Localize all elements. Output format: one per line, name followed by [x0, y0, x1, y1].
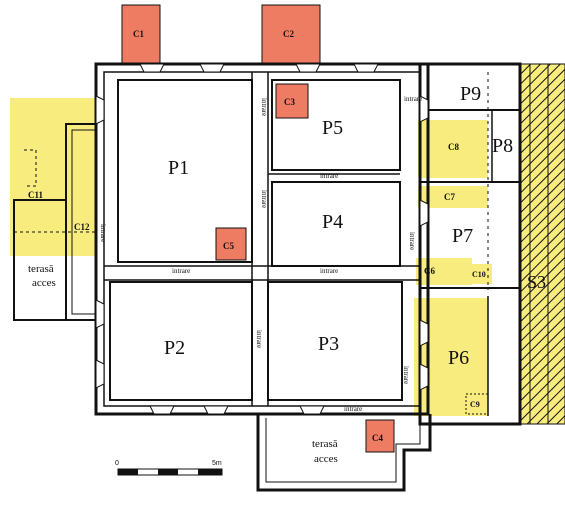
entrance-p1-p5: intrare: [260, 98, 268, 116]
room-p7: P7: [452, 225, 473, 247]
trench-c4-area: [365, 419, 395, 453]
room-s3: S3: [527, 272, 546, 292]
trench-c8-area: [418, 120, 488, 178]
trench-c9-area: [465, 393, 489, 415]
entrance-p3-east: intrare: [402, 366, 410, 384]
entrance-p1-p4: intrare: [260, 190, 268, 208]
trench-c7-area: [418, 186, 488, 208]
trench-c1: C1: [133, 29, 144, 39]
trench-p6-area: [414, 298, 488, 416]
entrance-p2-p3: intrare: [255, 330, 263, 348]
trench-c5: C5: [223, 241, 234, 251]
south-terrace-label-2: acces: [314, 453, 338, 465]
entrance-labels: intrare intrare intrare intrare intrare …: [99, 95, 422, 413]
trench-c9: C9: [470, 400, 480, 409]
entrance-p4-east: intrare: [408, 232, 416, 250]
trench-c3: C3: [284, 97, 295, 107]
trench-c1-area: [121, 4, 161, 64]
trench-c2-area: [261, 4, 321, 64]
scale-end: 5m: [212, 460, 222, 467]
room-p9: P9: [460, 83, 481, 105]
room-p6: P6: [448, 347, 469, 369]
south-terrace: [256, 414, 432, 492]
room-p5: P5: [322, 117, 343, 139]
trench-c7: C7: [444, 192, 455, 202]
window-notches: [95, 63, 429, 415]
trench-c5-area: [215, 227, 247, 261]
trench-c2: C2: [283, 29, 294, 39]
room-p3: P3: [318, 333, 339, 355]
trench-c12: C12: [74, 222, 90, 232]
entrance-p1-west: intrare: [99, 224, 107, 242]
entrance-p1-p2: intrare: [172, 267, 190, 275]
s3-hatch: [519, 63, 565, 425]
entrance-p4-p3: intrare: [320, 267, 338, 275]
trench-c6: C6: [424, 266, 435, 276]
south-terrace-label-1: terasă: [312, 438, 338, 450]
trench-c6-area: [416, 258, 472, 285]
west-terrace-label-1: terasă: [28, 263, 54, 275]
west-terrace-label-2: acces: [32, 277, 56, 289]
room-p1: P1: [168, 157, 189, 179]
entrance-p5-east: intrare: [404, 95, 422, 103]
scale-bar: 0 5m: [115, 460, 223, 476]
entrance-p5-p4: intrare: [320, 172, 338, 180]
scale-start: 0: [115, 460, 119, 467]
entrance-south: intrare: [344, 405, 362, 413]
room-p4: P4: [322, 211, 343, 233]
room-p8: P8: [492, 135, 513, 157]
trench-c10: C10: [472, 270, 486, 279]
room-p2: P2: [164, 337, 185, 359]
trench-c10-area: [470, 264, 492, 284]
trench-c11: C11: [28, 190, 44, 200]
trench-c8: C8: [448, 142, 459, 152]
west-terrace: [13, 123, 96, 321]
trench-c4: C4: [372, 433, 383, 443]
trench-c3-area: [275, 83, 309, 119]
